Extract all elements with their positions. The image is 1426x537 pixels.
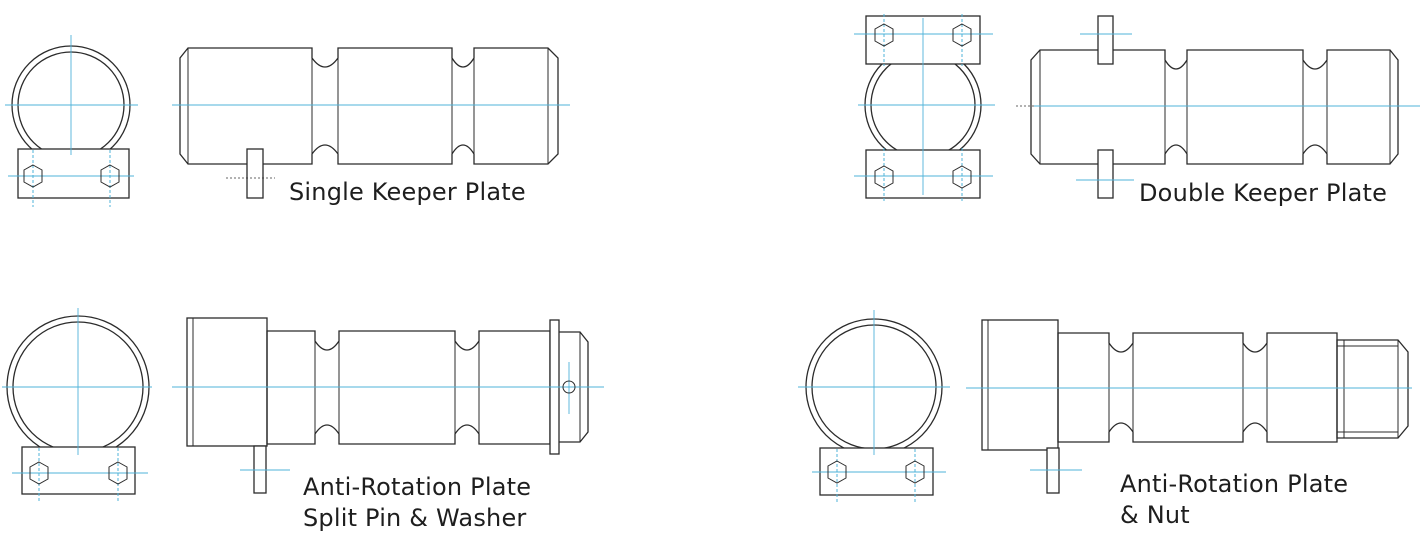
single-keeper-caption: Single Keeper Plate [289,177,526,208]
hex-nut-icon [1336,339,1409,439]
hex-bolt-icon [827,460,847,484]
hex-bolt-icon [100,164,120,188]
split-pin-hole-icon [562,380,576,394]
hex-bolt-icon [905,460,925,484]
anti-rotation-split-pin-end-view [2,308,152,503]
anti-rotation-nut-drawing [798,310,1412,503]
caption-line: & Nut [1120,501,1190,529]
anti-rotation-nut-caption: Anti-Rotation Plate & Nut [1120,469,1348,531]
hex-bolt-icon [108,461,128,485]
single-keeper-drawing [5,35,570,207]
double-keeper-caption: Double Keeper Plate [1139,178,1387,209]
hex-bolt-icon [23,164,43,188]
double-keeper-side-view [1016,15,1420,199]
caption-line: Anti-Rotation Plate [303,473,532,501]
anti-rotation-nut-end-view [798,310,950,503]
hex-bolt-icon [952,23,972,47]
anti-rotation-split-pin-caption: Anti-Rotation Plate Split Pin & Washer [303,472,531,534]
double-keeper-end-view [854,14,995,202]
single-keeper-side-view [172,47,570,199]
single-keeper-end-view [5,35,138,207]
double-keeper-drawing [854,14,1420,202]
hex-bolt-icon [952,165,972,189]
hex-bolt-icon [29,461,49,485]
caption-line: Double Keeper Plate [1139,179,1388,207]
caption-line: Anti-Rotation Plate [1120,470,1349,498]
hex-bolt-icon [874,23,894,47]
anti-rotation-nut-side-view [966,319,1412,494]
anti-rotation-split-pin-drawing [2,308,604,503]
caption-line: Split Pin & Washer [303,504,527,532]
caption-line: Single Keeper Plate [289,178,526,206]
anti-rotation-split-pin-side-view [172,317,604,494]
hex-bolt-icon [874,165,894,189]
